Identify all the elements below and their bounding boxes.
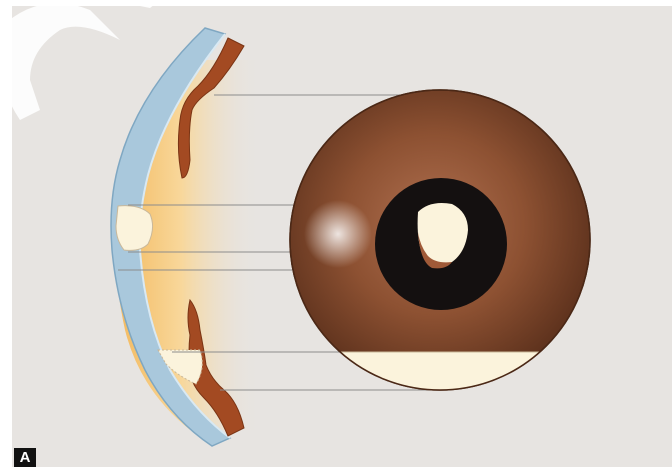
panel-label: A [14,448,36,467]
anterior-opacity [116,206,153,251]
light-reflex [304,200,372,268]
